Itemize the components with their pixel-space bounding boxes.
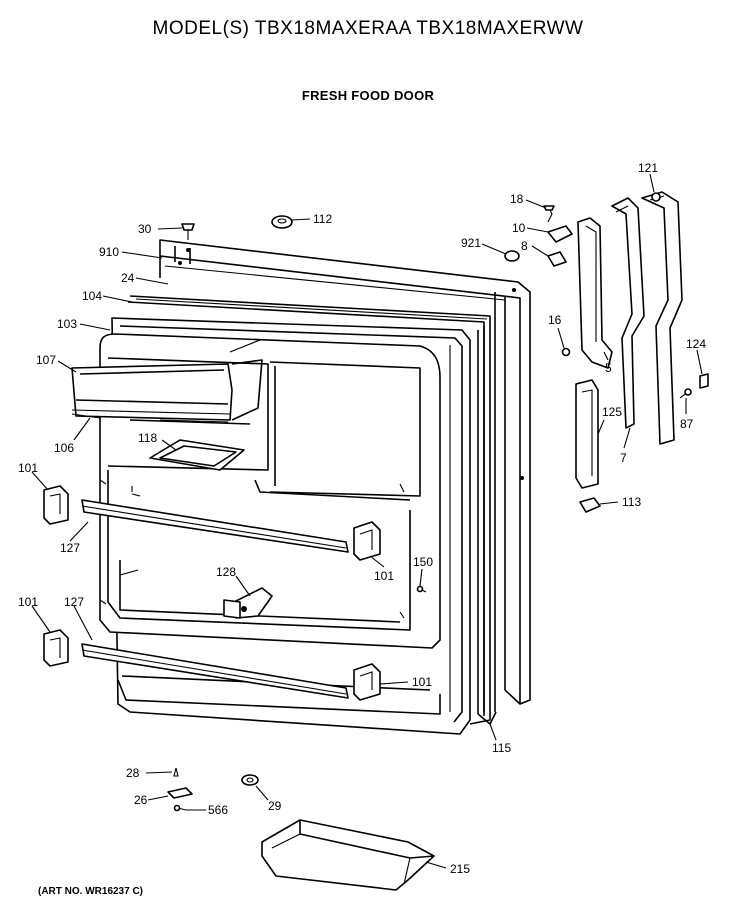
label-124: 124 [686, 337, 706, 351]
part-921 [504, 250, 520, 262]
label-29: 29 [268, 799, 282, 813]
screw-87 [679, 388, 692, 399]
label-103: 103 [57, 317, 77, 331]
diagram-subtitle: FRESH FOOD DOOR [301, 88, 435, 103]
handle-left-7 [611, 197, 645, 429]
part-113 [579, 497, 601, 513]
label-104: 104 [82, 289, 102, 303]
label-118: 118 [138, 431, 157, 445]
part-26 [167, 787, 193, 799]
label-24: 24 [121, 271, 135, 285]
label-112: 112 [313, 212, 332, 226]
part-28 [173, 767, 179, 777]
handle-right-121 [641, 191, 683, 445]
label-150: 150 [413, 555, 433, 569]
screw-566 [173, 804, 187, 812]
label-566: 566 [208, 803, 228, 817]
retainer-clip [223, 587, 273, 619]
label-115: 115 [492, 741, 511, 755]
label-127-upper: 127 [60, 541, 80, 555]
trim-strip [477, 326, 497, 725]
screw-18 [543, 205, 555, 223]
grommet-29 [241, 774, 259, 786]
label-26: 26 [134, 793, 148, 807]
label-125: 125 [602, 405, 622, 419]
leader-lines [31, 173, 703, 869]
label-7: 7 [620, 451, 627, 465]
door-bin [261, 819, 435, 891]
part-8 [547, 251, 567, 267]
label-101-lower-right: 101 [412, 675, 432, 689]
art-number: (ART NO. WR16237 C) [38, 886, 144, 897]
label-10: 10 [512, 221, 526, 235]
bracket-101-lower-left [43, 629, 69, 667]
label-127-lower: 127 [64, 595, 84, 609]
label-121: 121 [638, 161, 658, 175]
label-910: 910 [99, 245, 119, 259]
bracket-101-upper-right [353, 521, 381, 561]
part-labels: 30 112 910 24 104 103 107 106 118 101 12… [18, 161, 706, 876]
label-87: 87 [680, 417, 694, 431]
hardware-30 [181, 223, 195, 240]
label-101-upper-right: 101 [374, 569, 394, 583]
label-28: 28 [126, 766, 140, 780]
part-10 [547, 225, 573, 243]
label-8: 8 [521, 239, 528, 253]
bracket-101-lower-right [353, 663, 381, 701]
label-101-upper-left: 101 [18, 461, 38, 475]
outer-door-panel [159, 239, 531, 712]
label-215: 215 [450, 862, 470, 876]
label-113: 113 [622, 495, 641, 509]
label-128: 128 [216, 565, 236, 579]
shelf-rail-lower [81, 643, 349, 699]
hinge-bracket [577, 217, 613, 369]
screw-150 [416, 585, 427, 593]
label-101-lower-left: 101 [18, 595, 38, 609]
screw-16 [561, 347, 571, 357]
channel-125 [575, 379, 599, 489]
label-921: 921 [461, 236, 481, 250]
cap-112 [271, 215, 293, 229]
shelf-rail-upper [81, 499, 349, 553]
bracket-101-upper-left [43, 485, 69, 525]
label-107: 107 [36, 353, 56, 367]
label-18: 18 [510, 192, 524, 206]
model-title: MODEL(S) TBX18MAXERAA TBX18MAXERWW [152, 18, 584, 39]
clip-124 [699, 373, 709, 389]
dairy-compartment-door [71, 359, 263, 423]
label-30: 30 [138, 222, 152, 236]
label-106: 106 [54, 441, 74, 455]
label-16: 16 [548, 313, 562, 327]
label-5: 5 [605, 361, 612, 375]
